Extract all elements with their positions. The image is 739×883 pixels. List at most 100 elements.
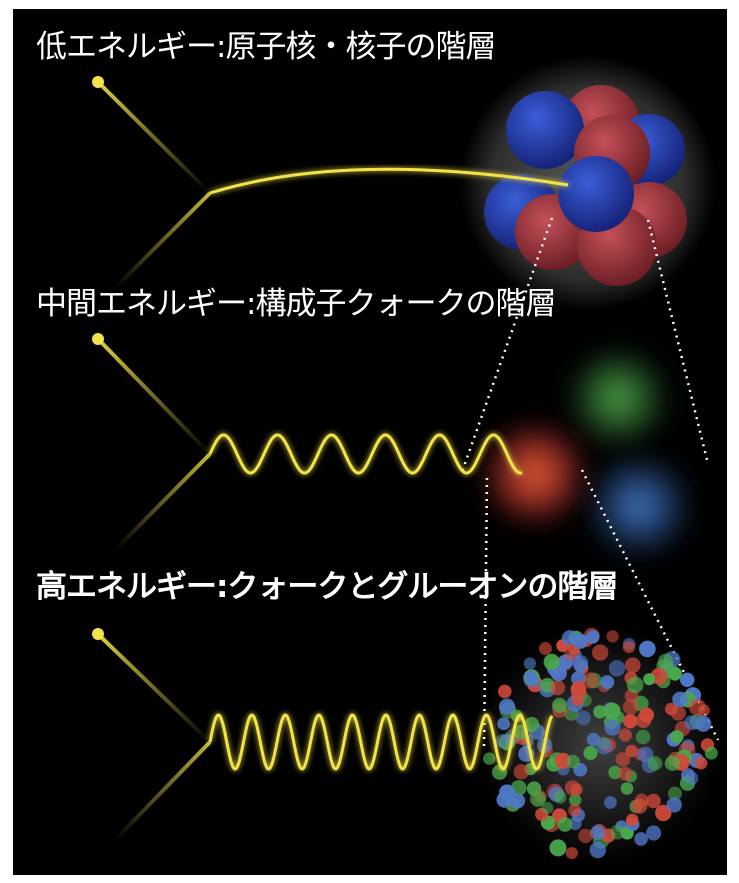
quark-green-blob	[566, 346, 670, 450]
parton-dot	[608, 765, 622, 780]
parton-dot	[571, 694, 584, 707]
parton-dot	[496, 791, 513, 808]
parton-dot	[623, 714, 638, 729]
zoom-line-left-low	[460, 217, 554, 473]
parton-dot	[624, 657, 641, 674]
level-low-energy	[92, 55, 716, 473]
parton-dot	[647, 756, 663, 771]
parton-dot	[704, 746, 718, 760]
parton-dot	[664, 755, 681, 771]
parton-dot	[666, 797, 682, 813]
constituent-quarks	[481, 346, 693, 560]
parton-dot	[625, 744, 638, 758]
photon-curve-low	[209, 167, 569, 195]
parton-dot	[684, 771, 699, 786]
parton-dot	[615, 752, 631, 767]
parton-dot	[626, 676, 644, 694]
parton-dot	[543, 653, 560, 671]
parton-dot	[625, 813, 639, 827]
parton-dot	[672, 691, 688, 708]
parton-dot	[538, 642, 552, 655]
nucleus	[484, 85, 687, 286]
parton-dot	[694, 756, 708, 770]
parton-dot	[592, 644, 609, 661]
parton-dot	[553, 790, 567, 804]
parton-dot	[557, 817, 573, 832]
outgoing-electron-line-low	[113, 191, 212, 290]
parton-dot	[604, 719, 621, 736]
parton-dot	[589, 841, 606, 859]
incoming-electron-line-mid	[98, 339, 212, 456]
parton-dot	[596, 738, 613, 755]
parton-dot	[618, 728, 632, 742]
parton-dot	[523, 657, 537, 670]
photon-wave-mid	[208, 433, 523, 475]
parton-dot	[618, 766, 633, 781]
parton-dot	[590, 825, 605, 841]
parton-dot	[569, 793, 582, 807]
quark-blue-blob	[585, 452, 693, 560]
heading-intermediate-energy: 中間エネルギー:構成子クォークの階層	[36, 286, 556, 322]
parton-dot	[643, 673, 656, 686]
parton-dot	[622, 699, 639, 715]
outgoing-electron-line-high	[113, 740, 212, 842]
parton-dot	[541, 802, 554, 814]
incoming-electron-line-low	[98, 82, 212, 195]
parton-dot	[639, 640, 656, 658]
quark-gluon-cloud	[483, 627, 718, 860]
parton-dot	[608, 660, 626, 677]
parton-dot	[586, 630, 600, 644]
parton-dot	[498, 698, 516, 715]
parton-dot	[549, 839, 567, 857]
parton-dot	[552, 697, 568, 713]
parton-dot	[570, 681, 587, 697]
parton-dot	[593, 705, 607, 719]
parton-dot	[606, 630, 619, 643]
parton-dot	[530, 791, 546, 807]
parton-dot	[604, 796, 617, 809]
parton-dot	[646, 825, 662, 841]
parton-dot	[483, 752, 496, 765]
parton-dot	[695, 715, 712, 732]
parton-dot	[578, 828, 593, 844]
neutron-ball	[558, 156, 634, 232]
parton-dot	[582, 672, 599, 689]
heading-high-energy: 高エネルギー:クォークとグルーオンの階層	[36, 569, 618, 605]
parton-dot	[635, 729, 651, 745]
parton-dot	[583, 746, 598, 760]
parton-dot	[600, 675, 615, 690]
parton-dot	[639, 707, 654, 723]
parton-dot	[565, 847, 578, 860]
parton-dot	[667, 786, 682, 801]
parton-dot	[646, 793, 661, 809]
parton-dot	[610, 824, 625, 840]
parton-dot	[513, 764, 529, 780]
parton-dot	[573, 655, 589, 671]
parton-dot	[497, 717, 511, 731]
parton-dot	[568, 803, 582, 817]
parton-dot	[586, 732, 601, 747]
parton-dot	[634, 793, 649, 808]
parton-dot	[680, 672, 695, 687]
parton-dot	[498, 684, 512, 699]
parton-dot	[620, 782, 634, 795]
parton-dot	[550, 680, 566, 696]
parton-dot	[575, 710, 591, 726]
parton-dot	[667, 666, 682, 681]
heading-low-energy: 低エネルギー:原子核・核子の階層	[36, 29, 496, 65]
parton-dot	[655, 804, 672, 822]
level-intermediate-energy	[92, 333, 720, 751]
parton-dot	[670, 705, 686, 721]
zoom-line-right-mid	[580, 469, 720, 741]
incoming-electron-line-high	[98, 634, 212, 744]
level-high-energy	[92, 627, 720, 863]
parton-dot	[524, 716, 540, 732]
parton-dot	[564, 780, 581, 796]
parton-dot	[688, 698, 706, 716]
parton-dot	[637, 746, 654, 763]
parton-dot	[684, 715, 700, 731]
parton-dot	[566, 754, 580, 769]
quark-red-blob	[481, 420, 589, 528]
neutron-ball	[506, 91, 584, 169]
